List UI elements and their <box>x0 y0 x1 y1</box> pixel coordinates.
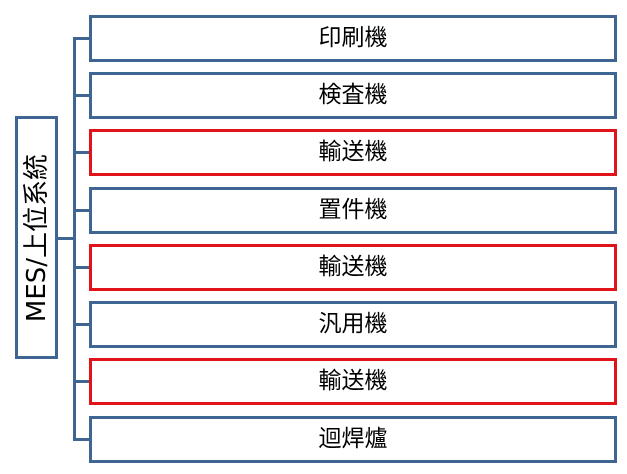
root-connector-line <box>58 237 75 240</box>
branch-line <box>73 151 90 154</box>
branch-line <box>73 266 90 269</box>
node-box: 置件機 <box>89 187 617 234</box>
node-label: 輸送機 <box>318 368 388 394</box>
branch-line <box>73 94 90 97</box>
node-box: 汎用機 <box>89 301 617 348</box>
node-box: 輸送機 <box>89 244 617 291</box>
branch-line <box>73 438 90 441</box>
root-node-label: MES/上位系統 <box>21 153 52 322</box>
node-label: 印刷機 <box>318 25 388 51</box>
branch-line <box>73 323 90 326</box>
branch-line <box>73 209 90 212</box>
branch-line <box>73 380 90 383</box>
node-label: 輸送機 <box>318 254 388 280</box>
node-label: 迴焊爐 <box>318 426 388 452</box>
root-node-box: MES/上位系統 <box>15 116 58 359</box>
branch-line <box>73 37 90 40</box>
node-box: 印刷機 <box>89 15 617 62</box>
node-label: 検査機 <box>318 82 388 108</box>
node-label: 輸送機 <box>318 139 388 165</box>
node-label: 置件機 <box>318 197 388 223</box>
trunk-connector-line <box>73 37 76 441</box>
node-label: 汎用機 <box>318 311 388 337</box>
node-box: 迴焊爐 <box>89 416 617 463</box>
node-box: 輸送機 <box>89 129 617 176</box>
node-box: 輸送機 <box>89 358 617 405</box>
node-box: 検査機 <box>89 72 617 119</box>
